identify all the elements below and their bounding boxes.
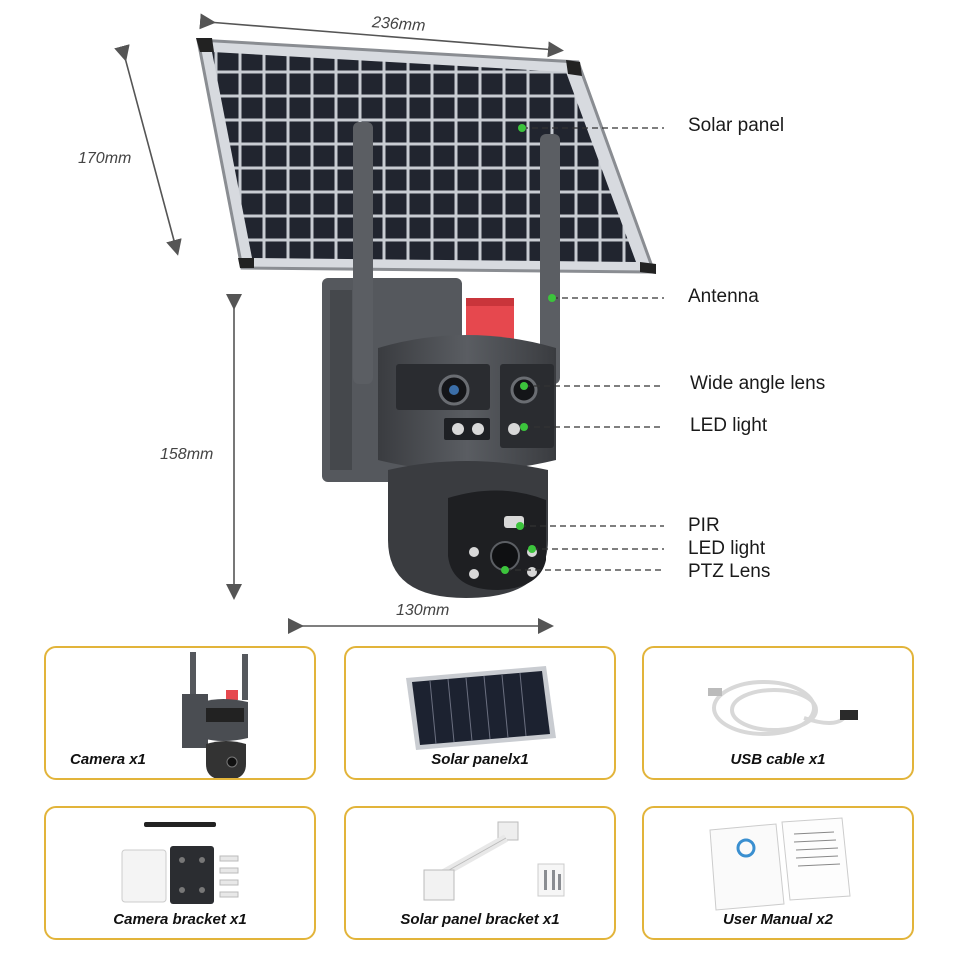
package-item-label: Solar panelx1 bbox=[431, 751, 529, 768]
dim-label-camera-width: 130mm bbox=[396, 602, 450, 619]
solar-panel-thumbnail bbox=[406, 666, 556, 750]
callout-dot-ptz bbox=[501, 566, 509, 574]
callout-dot-solar bbox=[518, 124, 526, 132]
callout-dot-pir bbox=[516, 522, 524, 530]
dim-label-panel-width: 236mm bbox=[371, 14, 426, 35]
solar-panel-illustration bbox=[196, 38, 657, 274]
package-item-label: USB cable x1 bbox=[730, 751, 826, 768]
package-item-label: Camera x1 bbox=[70, 751, 146, 768]
camera-thumbnail bbox=[182, 652, 248, 778]
package-item-solar-panel-bracket: Solar panel bracket x1 bbox=[344, 806, 616, 940]
dim-label-panel-height: 170mm bbox=[78, 150, 132, 167]
product-diagram bbox=[114, 13, 664, 634]
callout-wide-angle-lens: Wide angle lens bbox=[690, 373, 826, 394]
package-item-label: Camera bracket x1 bbox=[113, 911, 247, 928]
package-item-camera: Camera x1 bbox=[44, 646, 316, 780]
solar-panel-bracket-thumbnail bbox=[423, 821, 565, 901]
package-item-usb-cable: USB cable x1 bbox=[642, 646, 914, 780]
callout-led-light-upper: LED light bbox=[690, 415, 768, 436]
callout-dot-wide bbox=[520, 382, 528, 390]
callout-dot-led1 bbox=[520, 423, 528, 431]
dim-label-camera-height: 158mm bbox=[160, 446, 214, 463]
callout-pir: PIR bbox=[688, 515, 720, 536]
package-item-camera-bracket: Camera bracket x1 bbox=[44, 806, 316, 940]
callout-solar-panel: Solar panel bbox=[688, 115, 785, 136]
callout-ptz-lens: PTZ Lens bbox=[688, 561, 771, 582]
dim-arrow-panel-height bbox=[114, 44, 182, 256]
callout-dot-antenna bbox=[548, 294, 556, 302]
package-item-user-manual: User Manual x2 bbox=[642, 806, 914, 940]
package-item-solar-panel: Solar panelx1 bbox=[344, 646, 616, 780]
user-manual-thumbnail bbox=[709, 817, 851, 911]
callout-led-light-lower: LED light bbox=[688, 538, 766, 559]
callout-dot-led2 bbox=[528, 545, 536, 553]
package-item-label: Solar panel bracket x1 bbox=[400, 911, 560, 928]
callout-antenna: Antenna bbox=[688, 286, 759, 307]
usb-cable-thumbnail bbox=[708, 680, 858, 736]
package-item-label: User Manual x2 bbox=[722, 911, 834, 928]
camera-bracket-thumbnail bbox=[121, 822, 239, 904]
dim-arrow-panel-width bbox=[199, 13, 564, 58]
